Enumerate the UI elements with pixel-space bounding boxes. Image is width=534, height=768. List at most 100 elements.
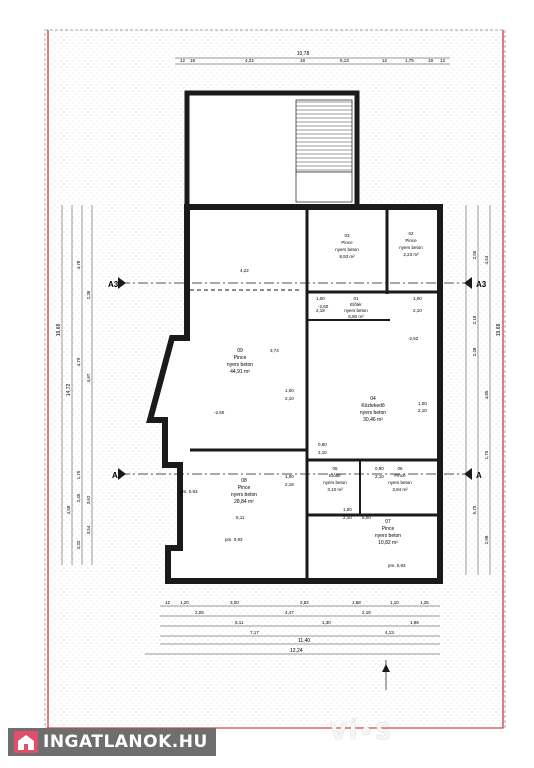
room-04: 04 Közlekedő nyers beton 30,46 m² bbox=[360, 396, 386, 423]
note-1: pm. 0,93 bbox=[225, 537, 243, 542]
opening-17: 4,22 bbox=[240, 268, 249, 273]
svg-text:Pince: Pince bbox=[382, 526, 395, 532]
svg-text:nyers beton: nyers beton bbox=[388, 480, 412, 485]
svg-text:04: 04 bbox=[370, 396, 376, 402]
dim-left-1: 2,36 bbox=[86, 290, 91, 299]
level-mark-0: -2,60 bbox=[214, 410, 225, 415]
opening-9: 2,10 bbox=[343, 515, 352, 520]
note-0: pm. 0,93 bbox=[180, 489, 198, 494]
svg-text:03: 03 bbox=[344, 233, 350, 238]
note-2: pm. 0,93 bbox=[388, 563, 406, 568]
dim-bottom-2-1: 4,47 bbox=[285, 610, 294, 615]
opening-8: 1,00 bbox=[343, 507, 352, 512]
svg-text:Pince: Pince bbox=[341, 240, 353, 245]
opening-19: 5,11 bbox=[236, 515, 245, 520]
opening-14: 1,00 bbox=[418, 401, 427, 406]
dim-top-0: 12 bbox=[180, 58, 186, 63]
room-02: 02 Pince nyers beton 2,23 m² bbox=[399, 231, 423, 257]
section-arrows bbox=[118, 277, 472, 480]
svg-text:30,46 m²: 30,46 m² bbox=[363, 417, 383, 423]
north-arrow-icon bbox=[382, 660, 390, 690]
dim-bottom-4-1: 4,13 bbox=[385, 630, 394, 635]
opening-15: 2,10 bbox=[418, 408, 427, 413]
dim-left-7: 2,45 bbox=[76, 493, 81, 502]
level-mark-2: -2,52 bbox=[408, 336, 419, 341]
dim-bottom-1-3: 2,82 bbox=[300, 600, 309, 605]
dim-bottom-4-0: 7,17 bbox=[250, 630, 259, 635]
svg-text:08: 08 bbox=[241, 478, 247, 484]
svg-text:44,91 m²: 44,91 m² bbox=[230, 369, 250, 375]
opening-11: 2,10 bbox=[318, 450, 327, 455]
dimension-bottom bbox=[145, 605, 440, 655]
svg-text:nyers beton: nyers beton bbox=[360, 410, 386, 416]
opening-10: 0,80 bbox=[318, 442, 327, 447]
svg-text:05: 05 bbox=[332, 466, 338, 471]
room-07: 07 Pince nyers beton 10,82 m² bbox=[375, 519, 401, 546]
opening-6: 1,00 bbox=[285, 474, 294, 479]
dim-bottom-1-4: 1,68 bbox=[352, 600, 361, 605]
room-08: 08 Pince nyers beton 28,84 m² bbox=[231, 478, 257, 505]
section-mark-a3-left: A3 bbox=[108, 280, 119, 289]
dimension-left bbox=[61, 205, 93, 565]
building bbox=[146, 204, 443, 584]
svg-text:06: 06 bbox=[397, 466, 403, 471]
svg-text:Közlekedő: Közlekedő bbox=[361, 403, 385, 409]
dim-top-5: 12 bbox=[382, 58, 388, 63]
svg-text:5,80 m²: 5,80 m² bbox=[348, 314, 364, 319]
dim-top-6: 1,75 bbox=[405, 58, 414, 63]
svg-text:2,23 m²: 2,23 m² bbox=[403, 252, 419, 257]
room-05: 05 Előtér nyers beton 3,10 m² bbox=[323, 466, 347, 492]
dim-top-total: 10,78 bbox=[297, 51, 310, 57]
dim-top-2: 4,22 bbox=[245, 58, 254, 63]
svg-text:Pince: Pince bbox=[238, 485, 251, 491]
dim-bottom-3-0: 5,11 bbox=[235, 620, 244, 625]
room-03: 03 Pince nyers beton 8,93 m² bbox=[335, 233, 359, 259]
dim-bottom-1-2: 3,00 bbox=[230, 600, 239, 605]
svg-text:10,82 m²: 10,82 m² bbox=[378, 540, 398, 546]
svg-text:nyers beton: nyers beton bbox=[335, 247, 359, 252]
dim-right-2: 2,18 bbox=[472, 315, 477, 324]
svg-text:nyers beton: nyers beton bbox=[231, 492, 257, 498]
dim-bottom-3-2: 1,98 bbox=[410, 620, 419, 625]
dim-left-total-1: 14,72 bbox=[66, 384, 72, 397]
dim-bottom-1-5: 1,10 bbox=[390, 600, 399, 605]
dim-left-2: 4,79 bbox=[76, 357, 81, 366]
dim-left-5: 4,58 bbox=[66, 505, 71, 514]
svg-text:Pince: Pince bbox=[394, 473, 406, 478]
dim-top-8: 12 bbox=[440, 58, 446, 63]
dim-left-0: 4,78 bbox=[76, 260, 81, 269]
svg-text:02: 02 bbox=[408, 231, 414, 236]
watermark: VÍ•S bbox=[330, 720, 394, 745]
opening-0: 1,00 bbox=[285, 388, 294, 393]
svg-text:Pince: Pince bbox=[405, 238, 417, 243]
opening-2: 1,00 bbox=[316, 296, 325, 301]
svg-text:nyers beton: nyers beton bbox=[344, 308, 368, 313]
dim-bottom-6: 12,24 bbox=[290, 648, 303, 654]
dim-top-7: 18 bbox=[428, 58, 434, 63]
svg-text:3,10 m²: 3,10 m² bbox=[327, 487, 343, 492]
dim-left-8: 3,54 bbox=[86, 525, 91, 534]
dim-bottom-1-0: 12 bbox=[165, 600, 171, 605]
opening-7: 2,18 bbox=[285, 482, 294, 487]
dim-right-7: 2,98 bbox=[484, 535, 489, 544]
dim-bottom-1-6: 1,25 bbox=[420, 600, 429, 605]
level-mark-1: -2,60 bbox=[318, 304, 329, 309]
dim-top-1: 18 bbox=[190, 58, 196, 63]
svg-text:nyers beton: nyers beton bbox=[227, 362, 253, 368]
dimension-right bbox=[465, 205, 491, 575]
dim-left-9: 3,32 bbox=[76, 540, 81, 549]
dim-right-5: 1,75 bbox=[484, 450, 489, 459]
dim-top-3: 18 bbox=[300, 58, 306, 63]
opening-1: 2,10 bbox=[285, 396, 294, 401]
dim-bottom-5: 11,40 bbox=[298, 638, 310, 644]
svg-text:8,93 m²: 8,93 m² bbox=[339, 254, 355, 259]
opening-3: 2,18 bbox=[316, 308, 325, 313]
dim-left-6: 3,62 bbox=[86, 495, 91, 504]
opening-4: 1,00 bbox=[413, 296, 422, 301]
section-mark-a-left: A bbox=[112, 471, 118, 480]
annex bbox=[184, 90, 360, 210]
svg-text:28,84 m²: 28,84 m² bbox=[234, 499, 254, 505]
dim-bottom-2-0: 2,05 bbox=[195, 610, 204, 615]
dim-left-4: 1,75 bbox=[76, 470, 81, 479]
